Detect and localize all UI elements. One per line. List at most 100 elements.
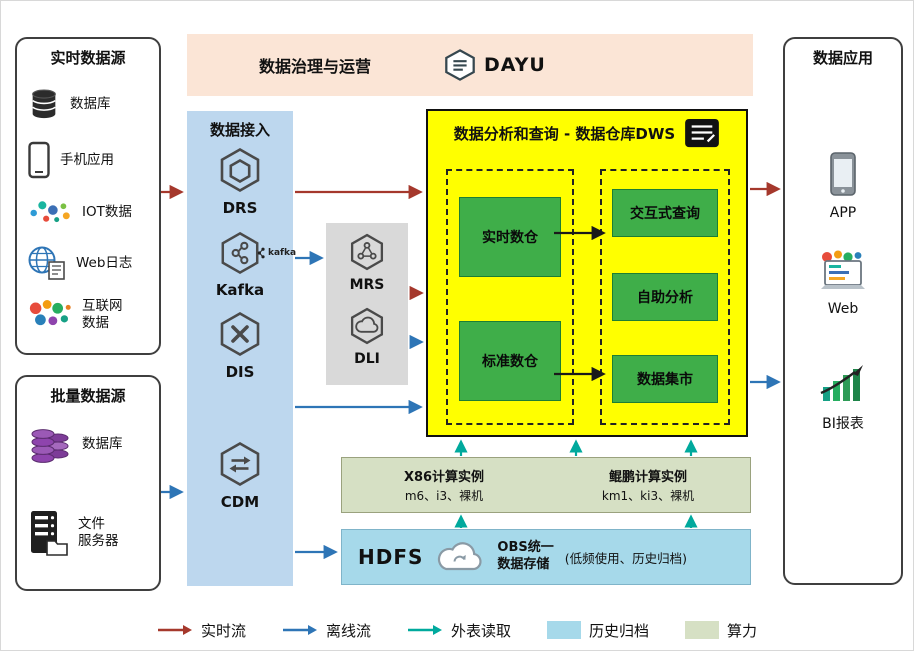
bi-report-icon bbox=[817, 363, 869, 405]
web-browser-icon bbox=[817, 249, 869, 293]
application-label: Web bbox=[827, 301, 859, 317]
box-realtime-warehouse: 实时数仓 bbox=[459, 197, 561, 277]
middleware-panel: MRS DLI bbox=[326, 223, 408, 385]
source-item-file-server: 文件 服务器 bbox=[27, 509, 155, 557]
kafka-badge-text: kafka bbox=[268, 248, 297, 258]
x86-compute-column: X86计算实例 m6、i3、裸机 bbox=[342, 458, 546, 512]
obs-note: (低频使用、历史归档) bbox=[564, 550, 687, 566]
legend-item-realtime: 实时流 bbox=[157, 620, 246, 641]
box-standard-warehouse: 标准数仓 bbox=[459, 321, 561, 401]
kunpeng-compute-spec: km1、ki3、裸机 bbox=[601, 489, 695, 503]
governance-title: 数据治理与运营 bbox=[259, 57, 372, 76]
obs-cloud-icon bbox=[434, 540, 486, 574]
batch-sources-panel: 批量数据源 数据库 bbox=[15, 375, 161, 591]
legend-compute-swatch bbox=[685, 621, 720, 639]
service-group-frame bbox=[600, 169, 730, 425]
application-item-bi: BI报表 bbox=[785, 363, 901, 433]
applications-title: 数据应用 bbox=[812, 49, 873, 67]
legend-item-compute: 算力 bbox=[685, 620, 757, 641]
application-item-web: Web bbox=[785, 249, 901, 317]
application-label: BI报表 bbox=[822, 416, 864, 432]
source-item-database: 数据库 bbox=[27, 87, 155, 121]
app-icon bbox=[829, 151, 857, 197]
mrs-icon bbox=[348, 233, 386, 271]
source-item-iot: IOT数据 bbox=[27, 197, 155, 227]
kunpeng-compute-name: 鲲鹏计算实例 bbox=[608, 470, 687, 485]
source-label: 互联网 数据 bbox=[82, 298, 123, 331]
box-data-mart: 数据集市 bbox=[612, 355, 718, 403]
dli-icon bbox=[348, 307, 386, 345]
legend-offline-arrow-icon bbox=[282, 625, 317, 635]
ingestion-item-cdm: CDM bbox=[187, 441, 293, 511]
legend-label: 历史归档 bbox=[589, 621, 650, 640]
applications-panel: 数据应用 APP bbox=[783, 37, 903, 585]
governance-panel: 数据治理与运营 DAYU bbox=[187, 34, 753, 96]
internet-data-icon bbox=[27, 297, 73, 333]
data-ingestion-title: 数据接入 bbox=[209, 121, 270, 139]
source-item-web-log: Web日志 bbox=[27, 245, 155, 281]
realtime-sources-panel: 实时数据源 数据库 手机应用 bbox=[15, 37, 161, 355]
dws-title-row: 数据分析和查询 - 数据仓库DWS bbox=[428, 118, 746, 148]
kafka-badge-icon bbox=[257, 247, 265, 259]
ingestion-item-drs: DRS bbox=[187, 147, 293, 217]
legend-realtime-arrow-icon bbox=[157, 625, 192, 635]
box-interactive-query: 交互式查询 bbox=[612, 189, 718, 237]
iot-icon bbox=[27, 197, 73, 227]
source-label: 手机应用 bbox=[60, 151, 114, 168]
dayu-logo-text: DAYU bbox=[484, 54, 546, 76]
legend: 实时流 离线流 外表读取 历史归档 算力 bbox=[1, 613, 913, 647]
file-server-icon bbox=[27, 509, 69, 557]
source-label: 数据库 bbox=[70, 95, 111, 112]
legend-label: 算力 bbox=[727, 621, 758, 640]
source-item-internet-data: 互联网 数据 bbox=[27, 297, 155, 333]
database-icon bbox=[27, 87, 61, 121]
kafka-icon bbox=[218, 231, 262, 275]
application-item-app: APP bbox=[785, 151, 901, 221]
dws-title: 数据分析和查询 - 数据仓库DWS bbox=[453, 124, 676, 143]
database-purple-icon bbox=[27, 421, 73, 467]
box-self-service-analysis: 自助分析 bbox=[612, 273, 718, 321]
x86-compute-name: X86计算实例 bbox=[403, 470, 485, 485]
legend-item-offline: 离线流 bbox=[282, 620, 371, 641]
web-log-icon bbox=[27, 245, 67, 281]
source-label: 数据库 bbox=[82, 435, 123, 452]
ingestion-label: DRS bbox=[222, 199, 258, 217]
data-ingestion-panel: 数据接入 DRS bbox=[187, 111, 296, 586]
phone-icon bbox=[27, 141, 51, 179]
source-label: Web日志 bbox=[76, 254, 133, 271]
legend-item-archive: 历史归档 bbox=[547, 620, 649, 641]
cdm-icon bbox=[217, 441, 263, 487]
dayu-logo: DAYU bbox=[443, 48, 546, 82]
dws-panel: 数据分析和查询 - 数据仓库DWS 实时数仓 标准数仓 交互式查询 自助分析 数… bbox=[426, 109, 748, 437]
kafka-badge: kafka bbox=[257, 247, 296, 259]
ingestion-label: CDM bbox=[220, 493, 260, 511]
ingestion-item-dis: DIS bbox=[187, 311, 293, 381]
warehouse-group-frame bbox=[446, 169, 574, 425]
realtime-sources-title: 实时数据源 bbox=[50, 49, 126, 67]
dis-icon bbox=[217, 311, 263, 357]
legend-external-arrow-icon bbox=[407, 625, 442, 635]
drs-icon bbox=[217, 147, 263, 193]
middleware-label: DLI bbox=[354, 351, 380, 367]
middleware-label: MRS bbox=[349, 277, 385, 293]
application-label: APP bbox=[829, 205, 857, 221]
middleware-item-dli: DLI bbox=[326, 307, 408, 367]
legend-label: 外表读取 bbox=[450, 621, 511, 640]
source-label: 文件 服务器 bbox=[78, 516, 119, 549]
ingestion-item-kafka: kafka Kafka bbox=[187, 231, 296, 299]
ingestion-label: Kafka bbox=[215, 281, 265, 299]
dws-report-icon bbox=[684, 118, 720, 148]
legend-item-external-read: 外表读取 bbox=[407, 620, 511, 641]
obs-label: OBS统一 数据存储 bbox=[497, 540, 554, 572]
kunpeng-compute-column: 鲲鹏计算实例 km1、ki3、裸机 bbox=[546, 458, 750, 512]
source-item-batch-database: 数据库 bbox=[27, 421, 155, 467]
source-label: IOT数据 bbox=[82, 203, 132, 220]
dayu-hexagon-icon bbox=[443, 48, 477, 82]
batch-sources-title: 批量数据源 bbox=[50, 387, 126, 405]
middleware-item-mrs: MRS bbox=[326, 233, 408, 293]
storage-bar: HDFS OBS统一 数据存储 (低频使用、历史归档) bbox=[341, 529, 751, 585]
legend-archive-swatch bbox=[547, 621, 581, 639]
ingestion-label: DIS bbox=[225, 363, 255, 381]
compute-instances-bar: X86计算实例 m6、i3、裸机 鲲鹏计算实例 km1、ki3、裸机 bbox=[341, 457, 751, 513]
